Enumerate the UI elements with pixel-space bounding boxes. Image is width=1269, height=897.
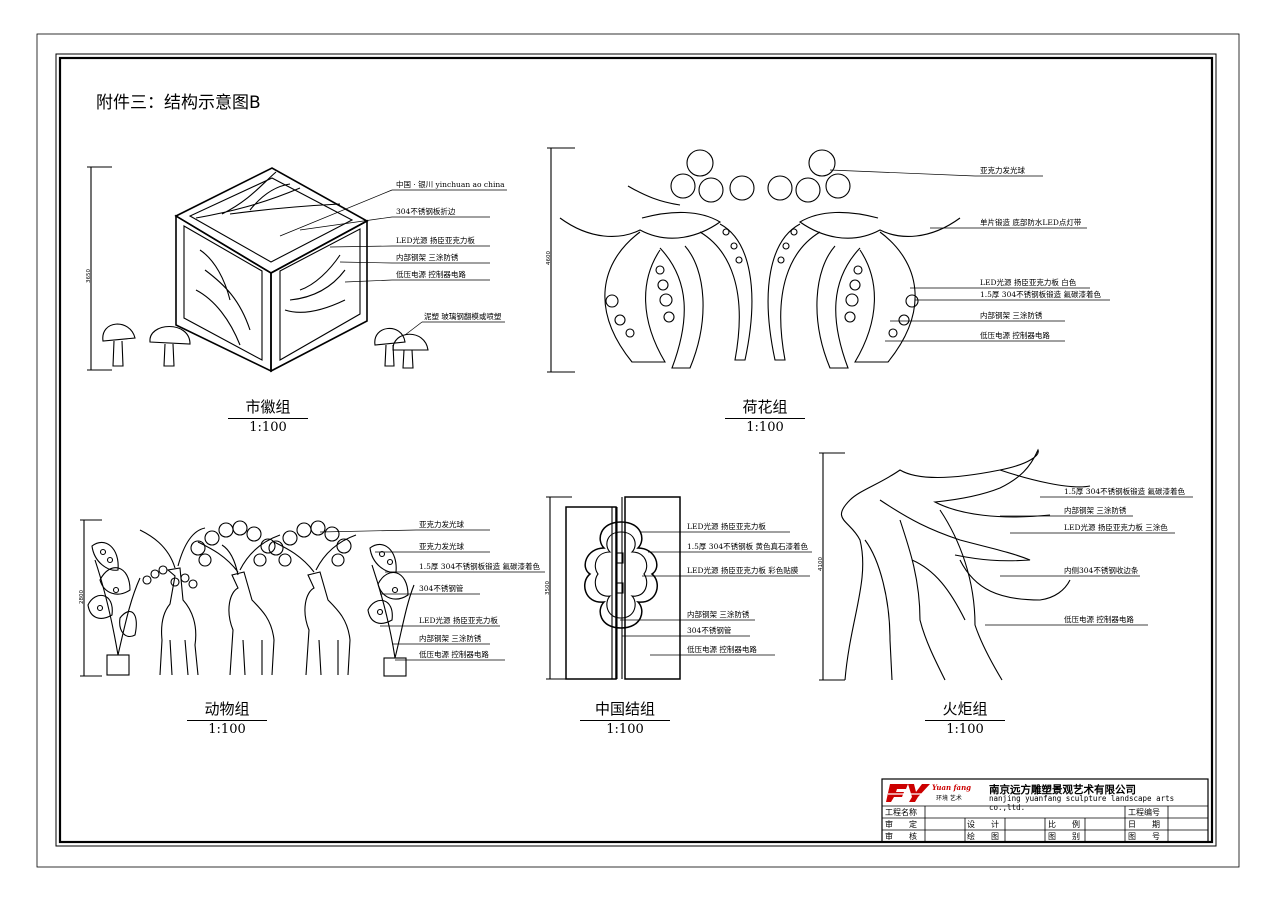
company-logo-icon [886, 784, 930, 802]
note-animal-5: LED光源 扬臣亚克力板 [419, 616, 498, 625]
emblem-leaders [279, 189, 507, 336]
torch-drawing [819, 448, 1091, 681]
dim-torch: 4100 [818, 557, 824, 571]
caption-name: 荷花组 [742, 398, 788, 416]
title-block: Yuan fang 环境 艺术 南京远方雕塑景观艺术有限公司 nanjing y… [882, 779, 1208, 842]
knot-leaders [620, 531, 812, 656]
note-animal-2: 亚克力发光球 [419, 542, 464, 551]
title-block-grid [881, 778, 1209, 843]
lotus-drawing [547, 147, 961, 373]
note-lotus-4: 1.5厚 304不锈钢板锻造 氟碳漆着色 [980, 290, 1102, 299]
note-emblem-4: 内部钢架 三涂防锈 [396, 253, 459, 262]
caption-scale: 1:100 [946, 722, 984, 737]
project-no-label: 工程编号 [1128, 808, 1160, 817]
caption-rule [725, 418, 805, 419]
approve-label: 审 定 [885, 820, 917, 829]
caption-rule [925, 720, 1005, 721]
dim-animal: 2800 [79, 590, 85, 604]
design-label: 设 计 [967, 820, 999, 829]
sheet-no-label: 图 号 [1128, 832, 1160, 841]
note-lotus-5: 内部钢架 三涂防锈 [980, 311, 1043, 320]
torch-leaders [985, 496, 1193, 626]
dim-knot: 3500 [545, 581, 551, 595]
note-lotus-6: 低压电源 控制器电路 [980, 331, 1050, 340]
caption-name: 中国结组 [594, 700, 655, 718]
knot-drawing [546, 496, 681, 680]
note-torch-5: 低压电源 控制器电路 [1064, 615, 1134, 624]
caption-rule [187, 720, 267, 721]
animal-leaders [319, 529, 545, 661]
caption-name: 市徽组 [245, 398, 291, 416]
caption-scale: 1:100 [208, 722, 246, 737]
note-knot-6: 低压电源 控制器电路 [687, 645, 757, 654]
note-emblem-1: 中国 · 银川 yinchuan ao china [396, 180, 505, 189]
caption-scale: 1:100 [606, 722, 644, 737]
caption-animal: 动物组 1:100 [187, 698, 267, 737]
dim-emblem: 3650 [86, 269, 92, 283]
caption-name: 火炬组 [942, 700, 988, 718]
caption-name: 动物组 [204, 700, 250, 718]
note-animal-6: 内部钢架 三涂防锈 [419, 634, 482, 643]
project-name-label: 工程名称 [885, 808, 917, 817]
note-emblem-5: 低压电源 控制器电路 [396, 270, 466, 279]
note-animal-1: 亚克力发光球 [419, 520, 464, 529]
note-lotus-2: 单片锻造 底部防水LED点灯带 [980, 218, 1082, 227]
note-knot-5: 304不锈钢管 [687, 626, 732, 635]
dim-lotus: 4600 [546, 251, 552, 265]
note-emblem-2: 304不锈钢板折边 [396, 207, 456, 216]
date-label: 日 期 [1128, 820, 1160, 829]
caption-emblem: 市徽组 1:100 [228, 396, 308, 435]
note-lotus-1: 亚克力发光球 [980, 166, 1025, 175]
caption-rule [580, 720, 670, 721]
animal-drawing [80, 519, 415, 677]
caption-knot: 中国结组 1:100 [580, 698, 670, 737]
inner-border-outer [55, 53, 1217, 847]
note-emblem-6: 泥塑 玻璃钢翻模或喷塑 [424, 312, 502, 321]
note-emblem-3: LED光源 扬臣亚克力板 [396, 236, 475, 245]
lotus-leaders [829, 169, 1110, 342]
ratio-label: 比 例 [1048, 820, 1080, 829]
caption-lotus: 荷花组 1:100 [725, 396, 805, 435]
note-knot-2: 1.5厚 304不锈钢板 黄色真石漆着色 [687, 542, 809, 551]
caption-torch: 火炬组 1:100 [925, 698, 1005, 737]
caption-scale: 1:100 [249, 420, 287, 435]
note-torch-1: 1.5厚 304不锈钢板锻造 氟碳漆着色 [1064, 487, 1186, 496]
caption-scale: 1:100 [746, 420, 784, 435]
note-torch-2: 内部钢架 三涂防锈 [1064, 506, 1127, 515]
note-knot-4: 内部钢架 三涂防锈 [687, 610, 750, 619]
review-label: 审 核 [885, 832, 917, 841]
note-animal-4: 304不锈钢管 [419, 584, 464, 593]
outer-border [36, 33, 1240, 868]
note-knot-1: LED光源 扬臣亚克力板 [687, 522, 766, 531]
note-torch-4: 内侧304不锈钢收边条 [1064, 566, 1139, 575]
brand-sub: 环境 艺术 [936, 795, 962, 802]
inner-border [58, 56, 1214, 844]
note-animal-3: 1.5厚 304不锈钢板锻造 氟碳漆着色 [419, 562, 541, 571]
category-label: 图 别 [1048, 832, 1080, 841]
note-torch-3: LED光源 扬臣亚克力板 三涂色 [1064, 523, 1168, 532]
company-name-cn: 南京远方雕塑景观艺术有限公司 [989, 784, 1136, 796]
draw-label: 绘 图 [967, 832, 999, 841]
brand-name: Yuan fang [932, 783, 972, 792]
page-title: 附件三：结构示意图B [96, 93, 261, 113]
emblem-drawing [87, 166, 429, 373]
note-lotus-3: LED光源 扬臣亚克力板 白色 [980, 278, 1077, 287]
note-animal-7: 低压电源 控制器电路 [419, 650, 489, 659]
note-knot-3: LED光源 扬臣亚克力板 彩色贴膜 [687, 566, 799, 575]
company-name-en: nanjing yuanfang sculpture landscape art… [989, 794, 1175, 812]
caption-rule [228, 418, 308, 419]
